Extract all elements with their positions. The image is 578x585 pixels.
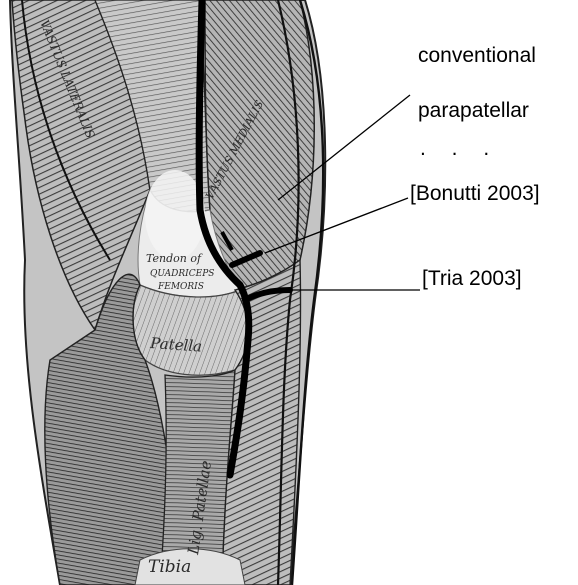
tibia-text: Tibia <box>148 557 191 577</box>
label-conventional: conventional <box>418 45 536 66</box>
label-tria: [Tria 2003] <box>422 268 522 289</box>
label-bonutti: [Bonutti 2003] <box>410 183 540 204</box>
tendon-text-1: Tendon of <box>146 252 203 265</box>
tendon-text-3: FEMORIS <box>157 282 204 292</box>
label-parapatellar: parapatellar <box>418 100 529 121</box>
patella-bone <box>133 285 249 375</box>
label-ellipsis: . . . <box>420 138 499 159</box>
patella-text: Patella <box>149 334 203 356</box>
tendon-text-2: QUADRICEPS <box>150 269 214 279</box>
